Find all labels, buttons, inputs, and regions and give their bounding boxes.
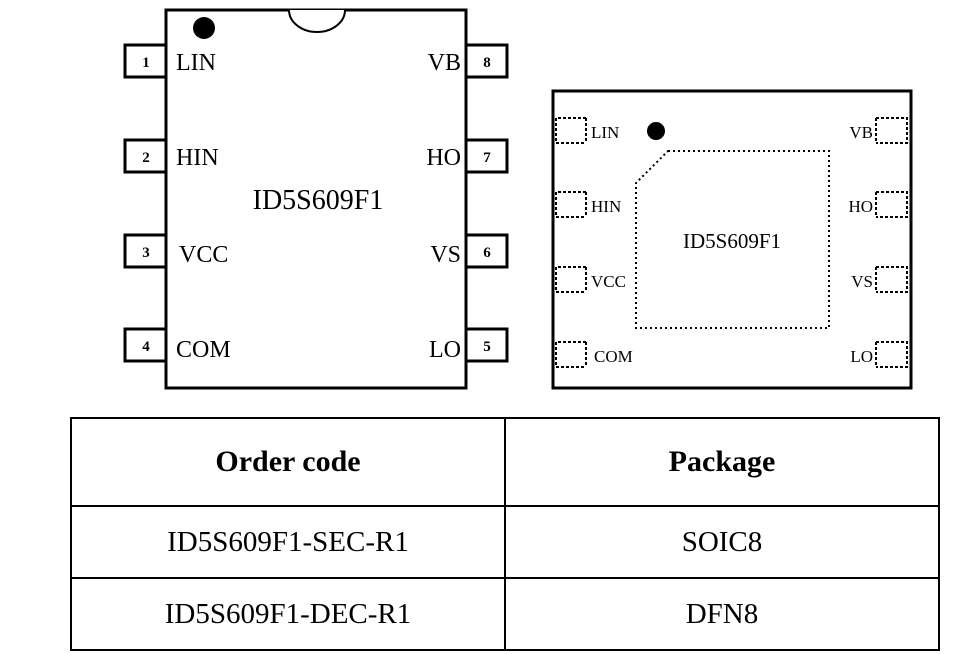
dfn8-pad — [875, 266, 908, 293]
pin-number: 7 — [483, 150, 491, 166]
soic8-package: ID5S609F1 1 2 3 4 5 6 7 8 LIN HIN VCC CO… — [123, 8, 509, 390]
soic8-pin-tab — [123, 138, 168, 174]
pin-number: 2 — [142, 150, 150, 166]
soic8-pin-tab — [464, 138, 509, 174]
dfn-pin-name: LIN — [591, 123, 619, 142]
dfn8-pad — [875, 341, 908, 368]
table-row: ID5S609F1-DEC-R1 DFN8 — [70, 577, 940, 651]
pin-name: VB — [428, 50, 461, 76]
package-pinout-diagram: ID5S609F1 1 2 3 4 5 6 7 8 LIN HIN VCC CO… — [123, 8, 913, 390]
pin1-marker-dot — [647, 122, 665, 140]
soic8-pin-tab — [464, 233, 509, 269]
table-header-row: Order code Package — [70, 417, 940, 507]
dfn-pin-name: LO — [850, 347, 873, 366]
soic8-part-label: ID5S609F1 — [253, 185, 384, 216]
pin-name: LIN — [176, 50, 216, 76]
dfn-pin-name: VB — [849, 123, 873, 142]
pin-number: 1 — [142, 55, 150, 71]
soic8-pin-tab — [464, 327, 509, 363]
order-code-cell: ID5S609F1-SEC-R1 — [70, 505, 506, 579]
dfn8-pad — [555, 266, 587, 293]
dfn-pin-name: HO — [848, 197, 873, 216]
dfn8-package: ID5S609F1 LIN HIN VCC COM VB HO VS LO — [551, 89, 913, 390]
order-code-table: Order code Package ID5S609F1-SEC-R1 SOIC… — [70, 417, 940, 651]
dfn8-body — [551, 89, 913, 390]
package-cell: SOIC8 — [504, 505, 940, 579]
soic8-notch — [288, 9, 346, 33]
dfn8-pad — [555, 117, 587, 144]
pin-name: HIN — [176, 145, 219, 171]
header-order-code: Order code — [70, 417, 506, 507]
pin-name: HO — [426, 145, 461, 171]
pin-number: 3 — [142, 245, 150, 261]
pin-number: 4 — [142, 339, 150, 355]
soic8-pin-tab — [123, 43, 168, 79]
pin-number: 5 — [483, 339, 491, 355]
soic8-body — [164, 8, 468, 390]
order-code-cell: ID5S609F1-DEC-R1 — [70, 577, 506, 651]
dfn-pin-name: VCC — [591, 272, 626, 291]
dfn8-part-label: ID5S609F1 — [683, 229, 781, 253]
dfn8-pad — [875, 191, 908, 218]
dfn8-pad — [555, 341, 587, 368]
pin1-marker-dot — [193, 17, 215, 39]
pin-name: VCC — [179, 242, 228, 268]
pin-name: VS — [430, 242, 461, 268]
dfn-pin-name: HIN — [591, 197, 621, 216]
dfn-pin-name: COM — [594, 347, 633, 366]
dfn8-pad — [555, 191, 587, 218]
pin-name: LO — [429, 337, 461, 363]
soic8-pin-tab — [123, 233, 168, 269]
package-cell: DFN8 — [504, 577, 940, 651]
dfn8-pad — [875, 117, 908, 144]
header-package: Package — [504, 417, 940, 507]
pin-number: 8 — [483, 55, 491, 71]
dfn-pin-name: VS — [851, 272, 873, 291]
table-row: ID5S609F1-SEC-R1 SOIC8 — [70, 505, 940, 579]
soic8-pin-tab — [123, 327, 168, 363]
pin-number: 6 — [483, 245, 491, 261]
pin-name: COM — [176, 337, 231, 363]
soic8-pin-tab — [464, 43, 509, 79]
